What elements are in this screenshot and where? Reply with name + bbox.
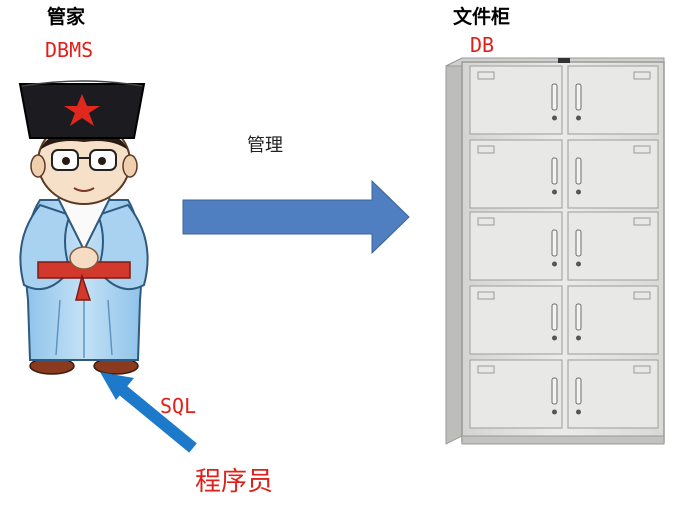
door-handle	[575, 303, 582, 331]
keyhole	[552, 335, 557, 341]
door-handle	[575, 377, 582, 405]
cabinet-row	[469, 285, 659, 355]
cabinet-row	[469, 359, 659, 429]
cabinet-door	[469, 65, 563, 135]
cabinet-door	[567, 211, 659, 281]
label-slot	[477, 145, 495, 154]
cabinet-title: 文件柜	[453, 6, 511, 28]
label-slot	[633, 365, 651, 374]
keyhole	[552, 115, 557, 121]
keyhole	[576, 409, 581, 415]
label-slot	[633, 217, 651, 226]
label-slot	[477, 365, 495, 374]
keyhole	[576, 189, 581, 195]
label-slot	[633, 71, 651, 80]
keyhole	[552, 261, 557, 267]
label-slot	[477, 291, 495, 300]
keyhole	[576, 335, 581, 341]
programmer-label: 程序员	[195, 467, 274, 497]
label-slot	[477, 217, 495, 226]
cabinet-door	[567, 285, 659, 355]
cabinet-door	[567, 139, 659, 209]
cabinet-door	[469, 359, 563, 429]
cabinet-door	[469, 211, 563, 281]
door-handle	[575, 83, 582, 111]
door-handle	[575, 157, 582, 185]
housekeeper-figure	[18, 80, 149, 375]
cabinet-lock	[558, 58, 570, 63]
cabinet-row	[469, 139, 659, 209]
keyhole	[552, 189, 557, 195]
keyhole	[576, 115, 581, 121]
door-handle	[551, 229, 558, 257]
keyhole	[552, 409, 557, 415]
door-handle	[551, 157, 558, 185]
cabinet-door	[469, 285, 563, 355]
filing-cabinet	[445, 57, 665, 445]
cabinet-door	[567, 359, 659, 429]
manage-label: 管理	[247, 135, 283, 156]
label-slot	[633, 291, 651, 300]
label-slot	[477, 71, 495, 80]
cabinet-door	[469, 139, 563, 209]
manage-arrow	[182, 179, 410, 255]
db-label: DB	[470, 33, 495, 57]
housekeeper-title: 管家	[47, 6, 86, 28]
label-slot	[633, 145, 651, 154]
door-handle	[575, 229, 582, 257]
cabinet-door	[567, 65, 659, 135]
keyhole	[576, 261, 581, 267]
cabinet-row	[469, 211, 659, 281]
cabinet-row	[469, 65, 659, 135]
door-handle	[551, 377, 558, 405]
dbms-label: DBMS	[45, 38, 94, 62]
sql-label: SQL	[160, 394, 197, 418]
door-handle	[551, 83, 558, 111]
sql-arrow	[100, 372, 197, 453]
door-handle	[551, 303, 558, 331]
